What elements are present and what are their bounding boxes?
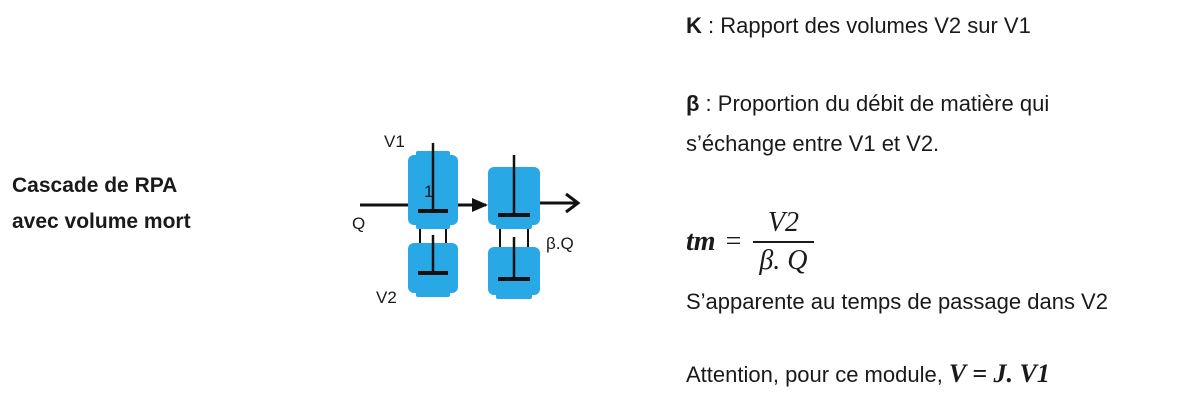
reactor-cascade-diagram: V1 1 Q β.Q V2	[352, 132, 581, 307]
tank-v2-cap-bottom	[416, 289, 450, 297]
residence-time-formula: tm = V2 β. Q	[686, 207, 814, 277]
section-title: Cascade de RPA avec volume mort	[12, 168, 191, 240]
tank-second-lower-cap	[496, 291, 532, 299]
attention-line: Attention, pour ce module,V = J. V1	[686, 358, 1050, 391]
formula-equals: =	[725, 226, 742, 257]
formula-numerator: V2	[767, 207, 799, 238]
outlet-arrowhead	[565, 192, 581, 214]
tank-v1-cap-bottom	[416, 221, 450, 229]
label-v1: V1	[384, 132, 405, 151]
beta-text-line1: : Proportion du débit de matière qui	[699, 91, 1050, 116]
label-v2: V2	[376, 288, 397, 307]
formula-fraction: V2 β. Q	[753, 207, 814, 277]
attention-equation: V = J. V1	[948, 359, 1050, 388]
definition-beta-line1: β : Proportion du débit de matière qui	[686, 88, 1049, 120]
beta-symbol: β	[686, 91, 700, 116]
formula-note: S’apparente au temps de passage dans V2	[686, 289, 1108, 314]
definition-k: K : Rapport des volumes V2 sur V1	[686, 10, 1031, 42]
transfer-arrowhead	[472, 198, 488, 212]
label-q: Q	[352, 214, 365, 233]
attention-text: Attention, pour ce module,	[686, 362, 943, 387]
tank-second-upper-cap	[496, 221, 532, 229]
title-line-2: avec volume mort	[12, 210, 191, 233]
formula-denominator: β. Q	[753, 241, 814, 277]
k-text: : Rapport des volumes V2 sur V1	[701, 13, 1031, 38]
k-symbol: K	[686, 13, 702, 38]
label-beta-q: β.Q	[546, 234, 574, 253]
definition-beta-line2: s’échange entre V1 et V2.	[686, 131, 940, 156]
title-line-1: Cascade de RPA	[12, 174, 178, 197]
formula-lhs: tm	[686, 226, 716, 257]
label-one: 1	[424, 182, 433, 201]
